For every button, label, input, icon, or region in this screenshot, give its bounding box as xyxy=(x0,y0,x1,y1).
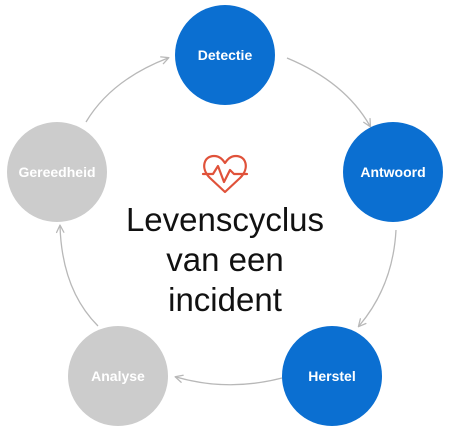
stage-gereedheid: Gereedheid xyxy=(7,122,107,222)
heart-pulse-icon xyxy=(201,154,249,194)
stage-circle xyxy=(7,122,107,222)
cycle-arrows xyxy=(55,56,397,386)
diagram-title-line-1: Levenscyclus xyxy=(126,201,324,238)
arrow-detectie-to-antwoord xyxy=(286,57,372,128)
diagram-title-line-3: incident xyxy=(168,281,282,318)
stage-label: Gereedheid xyxy=(18,164,95,180)
stage-analyse: Analyse xyxy=(68,326,168,426)
arrow-gereedheid-to-detectie xyxy=(85,56,170,123)
stage-circle xyxy=(343,122,443,222)
arrow-analyse-to-gereedheid xyxy=(55,224,99,327)
stage-label: Antwoord xyxy=(360,164,425,180)
arrow-antwoord-to-herstel xyxy=(357,229,397,328)
stage-antwoord: Antwoord xyxy=(343,122,443,222)
arrow-herstel-to-analyse xyxy=(174,374,283,386)
stage-label: Analyse xyxy=(91,368,145,384)
stage-label: Detectie xyxy=(198,47,253,63)
stage-label: Herstel xyxy=(308,368,355,384)
stage-circle xyxy=(175,5,275,105)
stage-circle xyxy=(282,326,382,426)
stage-herstel: Herstel xyxy=(282,326,382,426)
stage-detectie: Detectie xyxy=(175,5,275,105)
diagram-title-line-2: van een xyxy=(166,241,283,278)
stage-circle xyxy=(68,326,168,426)
